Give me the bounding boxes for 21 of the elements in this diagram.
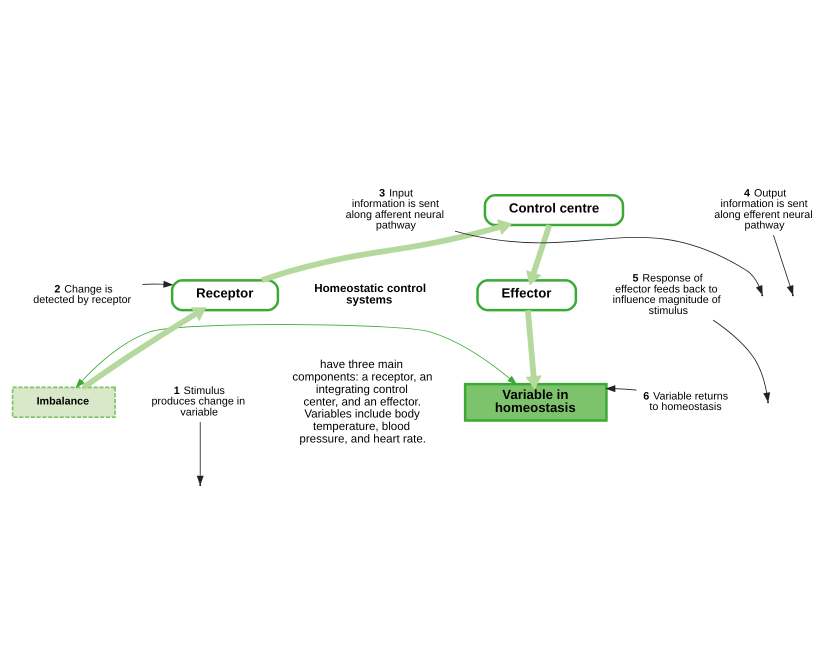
node-box: Effector	[476, 278, 578, 311]
node-box: Variable in homeostasis	[464, 382, 608, 422]
node-box: Receptor	[170, 278, 280, 311]
arrow	[142, 280, 174, 288]
arrow	[525, 310, 542, 389]
arrow	[605, 384, 637, 392]
node-box: Imbalance	[12, 386, 116, 418]
node-text: 6 Variable returns to homeostasis	[643, 390, 728, 413]
arrow	[82, 306, 206, 390]
node-text: 2 Change is detected by receptor	[33, 282, 132, 306]
label: Homeostatic control systems	[314, 282, 426, 306]
node-text: 1 Stimulus produces change in variable	[151, 384, 246, 418]
arrow	[526, 224, 552, 285]
label: have three main components: a receptor, an integrating control center, and an effector. Variables include body temperature, blood pressure, and heart rate.	[292, 358, 432, 446]
node-text: 3 Input information is sent along afferent neural pathway	[346, 186, 444, 232]
node-text: 4 Output information is sent along efferent neural pathway	[714, 186, 813, 232]
arrow	[75, 324, 518, 388]
node-text: 5 Response of effector feeds back to influence magnitude of stimulus	[612, 272, 721, 316]
arrow	[712, 319, 770, 402]
node-box: Control centre	[484, 193, 624, 226]
arrow	[261, 218, 512, 282]
